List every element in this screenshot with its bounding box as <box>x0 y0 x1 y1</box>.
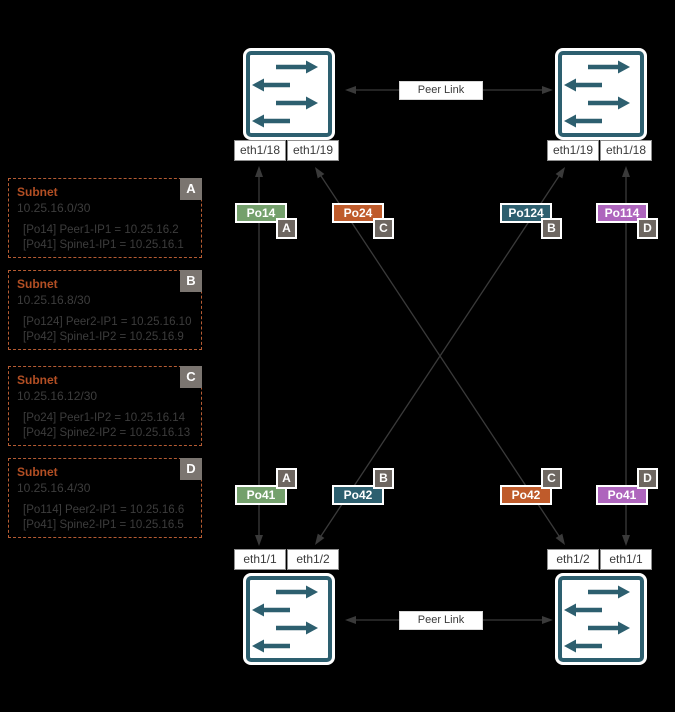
subnet-tag-a-icon: A <box>180 178 202 200</box>
peer-link-label-top: Peer Link <box>399 81 483 100</box>
subnet-tag-a-icon: A <box>276 468 297 489</box>
po42-badge: Po42 <box>332 485 384 505</box>
peer-link-label-bottom: Peer Link <box>399 611 483 630</box>
po14-badge: Po14 <box>235 203 287 223</box>
port-channel-po42-spine2: Po42 C <box>500 468 562 505</box>
po42-badge: Po42 <box>500 485 552 505</box>
subnet-box-b: Subnet 10.25.16.8/30 [Po124] Peer2-IP1 =… <box>8 270 202 350</box>
switch-arrows-icon <box>252 60 318 128</box>
interface-label-peer1-eth1-18: eth1/18 <box>234 140 286 161</box>
subnet-tag-d-icon: D <box>637 468 658 489</box>
subnet-tag-a-icon: A <box>276 218 297 239</box>
switch-arrows-icon <box>564 585 630 653</box>
subnet-box-a: Subnet 10.25.16.0/30 [Po14] Peer1-IP1 = … <box>8 178 202 258</box>
switch-arrows-icon <box>252 585 318 653</box>
subnet-tag-d-icon: D <box>180 458 202 480</box>
subnet-title: Subnet <box>17 373 58 387</box>
port-channel-po114: Po114 D <box>596 203 658 239</box>
interface-label-peer2-eth1-18: eth1/18 <box>600 140 652 161</box>
subnet-entry: [Po41] Spine1-IP1 = 10.25.16.1 <box>23 239 184 251</box>
spine2-switch-icon <box>558 576 644 662</box>
interface-label-spine1-eth1-1: eth1/1 <box>234 549 286 570</box>
switch-arrows-icon <box>564 60 630 128</box>
port-channel-po24: Po24 C <box>332 203 394 239</box>
subnet-entry: [Po41] Spine2-IP1 = 10.25.16.5 <box>23 519 184 531</box>
po124-badge: Po124 <box>500 203 552 223</box>
subnet-cidr: 10.25.16.4/30 <box>17 481 91 495</box>
subnet-cidr: 10.25.16.12/30 <box>17 389 98 403</box>
peer2-switch-icon <box>558 51 644 137</box>
subnet-tag-c-icon: C <box>541 468 562 489</box>
subnet-entry: [Po124] Peer2-IP1 = 10.25.16.10 <box>23 316 192 328</box>
port-channel-po42-spine1: Po42 B <box>332 468 394 505</box>
peer1-switch-icon <box>246 51 332 137</box>
po41-badge: Po41 <box>235 485 287 505</box>
interface-label-peer2-eth1-19: eth1/19 <box>547 140 599 161</box>
port-channel-po14: Po14 A <box>235 203 297 239</box>
subnet-title: Subnet <box>17 465 58 479</box>
subnet-tag-b-icon: B <box>180 270 202 292</box>
interface-label-peer1-eth1-19: eth1/19 <box>287 140 339 161</box>
port-channel-po41-spine1: Po41 A <box>235 468 297 505</box>
subnet-tag-c-icon: C <box>180 366 202 388</box>
interface-label-spine1-eth1-2: eth1/2 <box>287 549 339 570</box>
spine1-switch-icon <box>246 576 332 662</box>
subnet-box-d: Subnet 10.25.16.4/30 [Po114] Peer2-IP1 =… <box>8 458 202 538</box>
subnet-title: Subnet <box>17 277 58 291</box>
subnet-title: Subnet <box>17 185 58 199</box>
subnet-tag-b-icon: B <box>373 468 394 489</box>
arrowheads <box>255 86 630 624</box>
interface-label-spine2-eth1-2: eth1/2 <box>547 549 599 570</box>
subnet-entry: [Po24] Peer1-IP2 = 10.25.16.14 <box>23 412 186 424</box>
interface-label-spine2-eth1-1: eth1/1 <box>600 549 652 570</box>
port-channel-po41-spine2: Po41 D <box>596 468 658 505</box>
subnet-entry: [Po42] Spine1-IP2 = 10.25.16.9 <box>23 331 184 343</box>
subnet-tag-d-icon: D <box>637 218 658 239</box>
port-channel-po124: Po124 B <box>500 203 562 239</box>
subnet-entry: [Po42] Spine2-IP2 = 10.25.16.13 <box>23 427 191 439</box>
po41-badge: Po41 <box>596 485 648 505</box>
subnet-entry: [Po114] Peer2-IP1 = 10.25.16.6 <box>23 504 185 516</box>
po24-badge: Po24 <box>332 203 384 223</box>
subnet-cidr: 10.25.16.8/30 <box>17 293 91 307</box>
subnet-entry: [Po14] Peer1-IP1 = 10.25.16.2 <box>23 224 179 236</box>
subnet-box-c: Subnet 10.25.16.12/30 [Po24] Peer1-IP2 =… <box>8 366 202 446</box>
subnet-tag-c-icon: C <box>373 218 394 239</box>
subnet-cidr: 10.25.16.0/30 <box>17 201 91 215</box>
po114-badge: Po114 <box>596 203 648 223</box>
subnet-tag-b-icon: B <box>541 218 562 239</box>
